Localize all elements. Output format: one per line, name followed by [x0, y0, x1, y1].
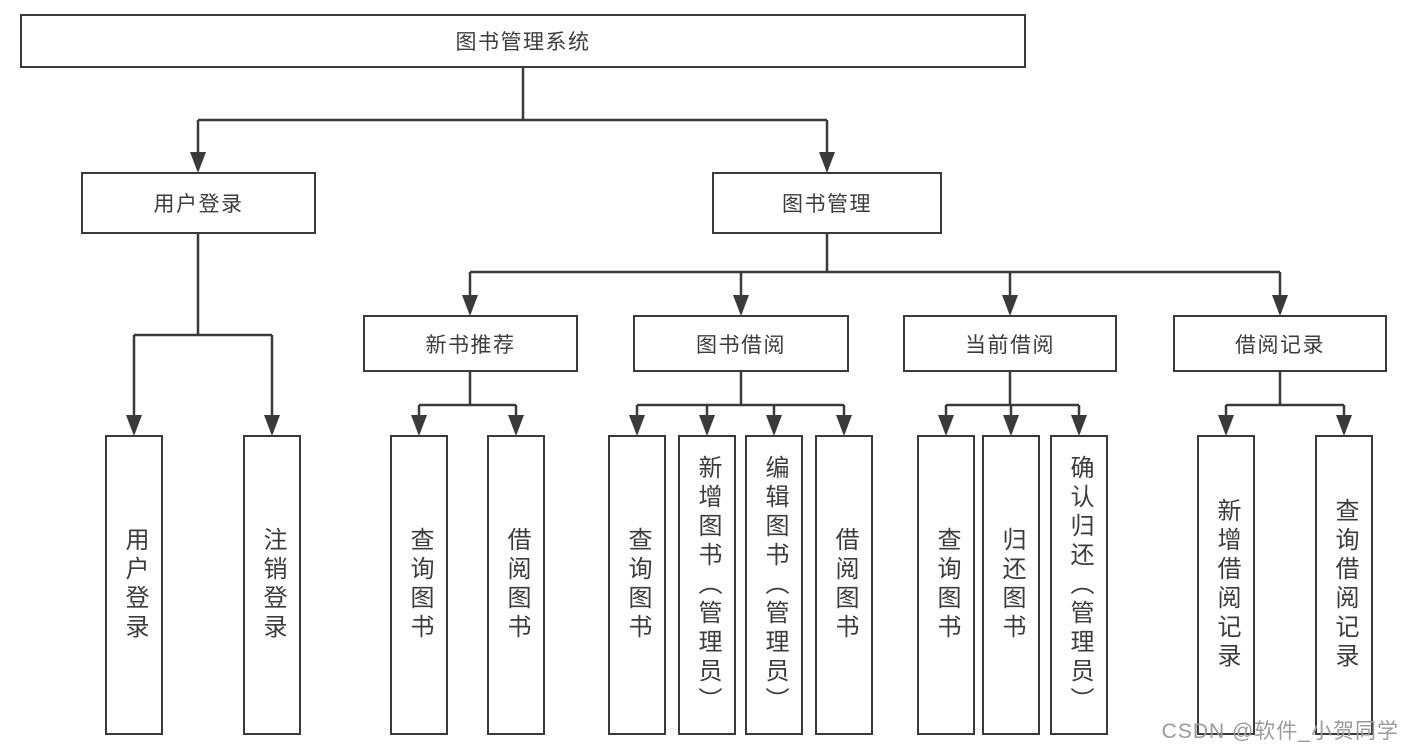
leaf-current-confirm-return-label: 确认归还（管理员） [1066, 454, 1093, 716]
leaf-borrow-query-books: 查询图书 [608, 435, 666, 735]
node-user-login-label: 用户登录 [153, 193, 244, 216]
leaf-current-confirm-return: 确认归还（管理员） [1050, 435, 1108, 735]
node-book-borrow-label: 图书借阅 [696, 333, 786, 357]
node-book-borrow: 图书借阅 [633, 315, 849, 372]
connector-book-management-branch [468, 234, 1282, 313]
leaf-borrow-query-books-label: 查询图书 [624, 527, 651, 643]
arrowhead [819, 152, 835, 173]
leaf-recommend-borrow-books: 借阅图书 [487, 435, 545, 735]
leaf-records-add-record-label: 新增借阅记录 [1213, 498, 1240, 672]
leaf-records-query-record-label: 查询借阅记录 [1331, 498, 1358, 672]
leaf-current-return-books-label: 归还图书 [998, 527, 1025, 643]
connector-current-borrow-branch [944, 372, 1081, 433]
node-borrow-records: 借阅记录 [1173, 315, 1387, 372]
arrowhead [508, 415, 524, 436]
arrowhead [699, 415, 715, 436]
leaf-user-login: 用户登录 [105, 435, 163, 735]
arrowhead [836, 415, 852, 436]
leaf-borrow-add-books: 新增图书（管理员） [678, 435, 736, 735]
leaf-borrow-edit-books-label: 编辑图书（管理员） [761, 454, 788, 716]
arrowhead [1336, 415, 1352, 436]
node-current-borrow: 当前借阅 [903, 315, 1117, 372]
leaf-records-add-record: 新增借阅记录 [1197, 435, 1255, 735]
leaf-borrow-add-books-label: 新增图书（管理员） [694, 454, 721, 716]
node-user-login: 用户登录 [81, 172, 316, 234]
arrowhead [411, 415, 427, 436]
node-book-management-label: 图书管理 [782, 193, 872, 216]
arrowhead [264, 415, 280, 436]
leaf-current-return-books: 归还图书 [982, 435, 1040, 735]
node-new-book-recommend-label: 新书推荐 [425, 333, 516, 357]
node-new-book-recommend: 新书推荐 [363, 315, 578, 372]
leaf-current-query-books-label: 查询图书 [933, 527, 960, 643]
leaf-records-query-record: 查询借阅记录 [1315, 435, 1373, 735]
arrowhead [629, 415, 645, 436]
arrowhead [1003, 415, 1019, 436]
node-book-management: 图书管理 [712, 172, 942, 234]
leaf-current-query-books: 查询图书 [917, 435, 975, 735]
connector-borrow-records-branch [1224, 372, 1346, 433]
watermark: CSDN @软件_小贺同学 [1161, 720, 1399, 743]
node-borrow-records-label: 借阅记录 [1235, 333, 1325, 357]
arrowhead [766, 415, 782, 436]
node-current-borrow-label: 当前借阅 [965, 333, 1055, 357]
arrowhead [1272, 295, 1288, 316]
leaf-recommend-query-books: 查询图书 [390, 435, 448, 735]
leaf-borrow-borrow-books: 借阅图书 [815, 435, 873, 735]
leaf-user-login-label: 用户登录 [121, 527, 148, 643]
arrowhead [1002, 295, 1018, 316]
arrowhead [733, 295, 749, 316]
connector-book-borrow-branch [635, 372, 846, 433]
leaf-recommend-query-books-label: 查询图书 [406, 527, 433, 643]
arrowhead [1071, 415, 1087, 436]
node-root: 图书管理系统 [20, 14, 1026, 68]
leaf-borrow-edit-books: 编辑图书（管理员） [745, 435, 803, 735]
connector-user-login-branch [132, 234, 274, 433]
arrowhead [938, 415, 954, 436]
leaf-recommend-borrow-books-label: 借阅图书 [503, 527, 530, 643]
arrowhead [190, 152, 206, 173]
leaf-logout-label: 注销登录 [259, 527, 286, 643]
connector-root-to-level2 [196, 68, 829, 170]
node-root-label: 图书管理系统 [455, 31, 591, 54]
arrowhead [462, 295, 478, 316]
arrowhead [126, 415, 142, 436]
leaf-borrow-borrow-books-label: 借阅图书 [831, 527, 858, 643]
arrowhead [1218, 415, 1234, 436]
connector-new-book-recommend-branch [417, 372, 518, 433]
leaf-logout: 注销登录 [243, 435, 301, 735]
